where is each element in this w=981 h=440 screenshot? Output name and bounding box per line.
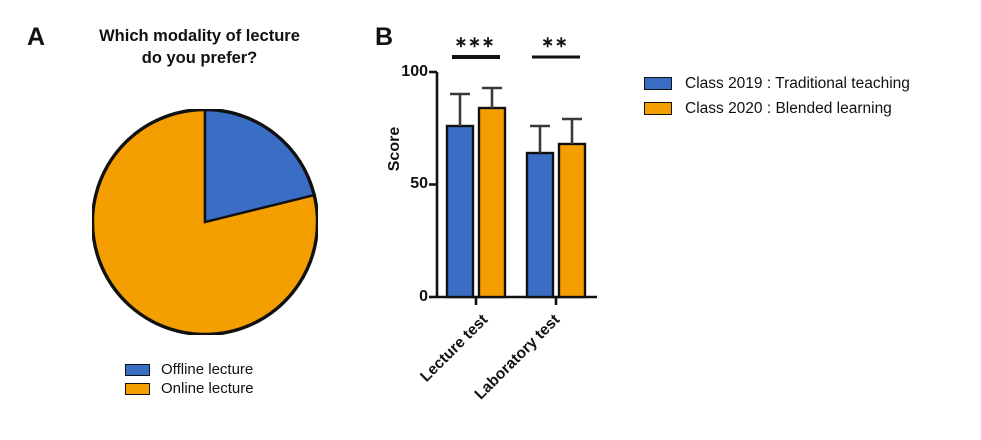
panel-a-title-line2: do you prefer?: [141, 48, 258, 67]
legend-item: Class 2020 : Blended learning: [644, 99, 910, 117]
legend-label-online-lecture: Online lecture: [161, 380, 254, 397]
legend-swatch-online-lecture: [125, 382, 150, 395]
bar-laboratory-test-class-2020: [557, 142, 587, 299]
panel-a-letter: A: [27, 23, 46, 51]
pie-chart-svg: [92, 109, 318, 335]
panel-b-bar-chart: Score 100 50 0 Lecture test Laboratory t…: [386, 34, 597, 403]
y-tick-label-50: 50: [410, 175, 428, 192]
bar-lecture-test-class-2019: [445, 124, 475, 299]
legend-item: Class 2019 : Traditional teaching: [644, 76, 910, 92]
legend-swatch-class-2019: [644, 77, 672, 91]
panel-b-letter: B: [375, 23, 394, 51]
bar-lecture-test-class-2020: [477, 106, 507, 299]
bar-laboratory-test-class-2019: [525, 151, 555, 299]
pie-chart: [92, 109, 318, 335]
legend-swatch-class-2020: [644, 101, 672, 115]
panel-a-title: Which modality of lecture do you prefer?: [62, 26, 337, 70]
significance-marks-laboratory-test: ∗∗: [541, 34, 569, 51]
pie-outline: [92, 109, 318, 335]
significance-marks-lecture-test: ∗∗∗: [454, 34, 496, 51]
panel-b-legend: Class 2019 : Traditional teaching Class …: [644, 76, 910, 125]
legend-label-offline-lecture: Offline lecture: [161, 361, 254, 378]
legend-label-class-2020: Class 2020 : Blended learning: [685, 99, 892, 117]
panel-a-legend: Offline lecture Online lecture: [125, 362, 254, 400]
bar-chart-svg: [429, 55, 597, 305]
y-tick-label-100: 100: [401, 63, 428, 80]
legend-label-class-2019: Class 2019 : Traditional teaching: [685, 75, 910, 92]
y-tick-label-0: 0: [419, 288, 428, 305]
legend-swatch-offline-lecture: [125, 363, 150, 376]
legend-item: Online lecture: [125, 381, 254, 396]
panel-a-title-line1: Which modality of lecture: [99, 27, 300, 45]
legend-item: Offline lecture: [125, 362, 254, 377]
